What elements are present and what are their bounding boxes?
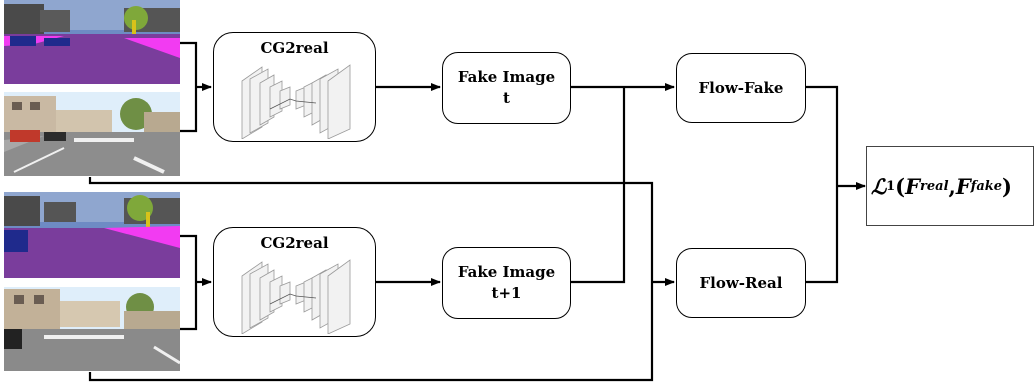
flow-fake-label: Flow-Fake	[698, 78, 784, 97]
generator-cg2real-top: CG2real	[213, 32, 376, 142]
loss-open-paren: (	[895, 173, 906, 199]
generator-label: CG2real	[260, 234, 329, 252]
flow-fake-node: Flow-Fake	[676, 53, 806, 123]
loss-close-paren: )	[1002, 173, 1012, 199]
generator-label: CG2real	[260, 39, 329, 57]
segmentation-thumbnail-t1	[4, 192, 180, 278]
wire-real-t1	[88, 282, 654, 382]
fake-image-label: Fake Image	[457, 263, 556, 281]
flow-real-node: Flow-Real	[676, 248, 806, 318]
fake-image-t1-node: Fake Image t+1	[442, 247, 571, 319]
wire-fake-t1-out	[571, 87, 626, 284]
cg-frame-thumbnail-t	[4, 92, 180, 176]
cg-frame-thumbnail-t1	[4, 287, 180, 371]
fake-image-time: t+1	[491, 284, 522, 302]
bracket-top	[180, 41, 198, 133]
bracket-bottom	[180, 234, 198, 331]
wire-real-t	[88, 177, 654, 282]
loss-arg1-sub: real	[920, 178, 949, 194]
fake-image-t-node: Fake Image t	[442, 52, 571, 124]
network-layers-icon	[241, 259, 351, 334]
wire-flow-fake-out	[806, 85, 839, 186]
loss-arg2-sub: fake	[970, 178, 1003, 194]
loss-separator: ,	[948, 173, 956, 199]
fake-image-label: Fake Image	[457, 68, 556, 86]
loss-index: 1	[886, 178, 896, 194]
network-layers-icon	[241, 64, 351, 139]
loss-symbol: ℒ	[871, 173, 887, 199]
loss-arg2: F	[955, 173, 971, 199]
flow-real-label: Flow-Real	[699, 273, 783, 292]
loss-arg1: F	[905, 173, 921, 199]
fake-image-time: t	[503, 89, 510, 107]
wire-flow-real-out	[806, 186, 839, 284]
l1-loss-box: ℒ 1 ( F real , F fake )	[866, 146, 1034, 226]
segmentation-thumbnail-t	[4, 0, 180, 84]
generator-cg2real-bottom: CG2real	[213, 227, 376, 337]
